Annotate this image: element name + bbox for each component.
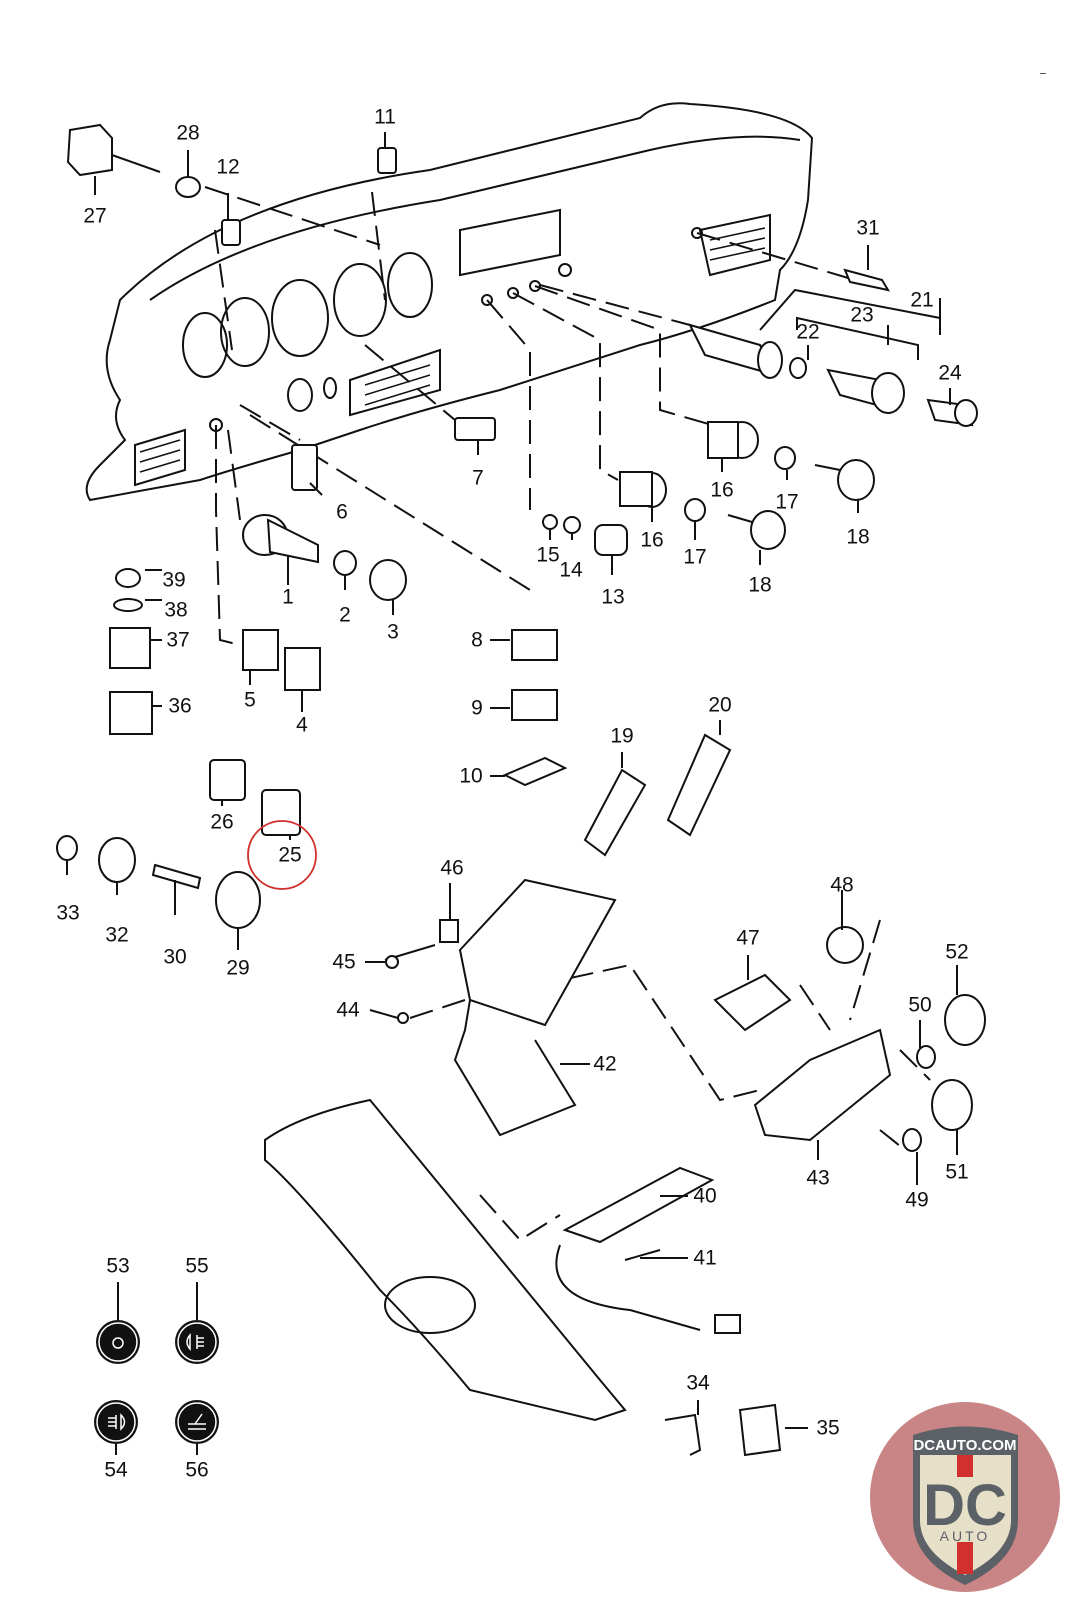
logo-stripe-top (957, 1455, 973, 1477)
callout-32[interactable]: 32 (105, 923, 129, 947)
callout-18-upper[interactable]: 18 (846, 525, 870, 549)
callout-23[interactable]: 23 (850, 303, 874, 327)
callout-15[interactable]: 15 (536, 543, 560, 567)
callout-33[interactable]: 33 (56, 901, 80, 925)
callout-12[interactable]: 12 (216, 155, 240, 179)
callout-54[interactable]: 54 (104, 1458, 128, 1482)
assembly-lines (204, 186, 931, 1242)
callout-26[interactable]: 26 (210, 810, 234, 834)
callout-31[interactable]: 31 (856, 216, 880, 240)
callout-53[interactable]: 53 (106, 1254, 130, 1278)
callout-36[interactable]: 36 (168, 694, 192, 718)
callout-40[interactable]: 40 (693, 1184, 717, 1208)
callout-46[interactable]: 46 (440, 856, 464, 880)
callout-11[interactable]: 11 (374, 105, 396, 129)
symbol-disk-53 (96, 1320, 140, 1364)
callout-44[interactable]: 44 (336, 998, 360, 1022)
callout-20[interactable]: 20 (708, 693, 732, 717)
callout-17-upper[interactable]: 17 (775, 490, 799, 514)
logo-top-text: DCAUTO.COM (913, 1437, 1016, 1454)
logo-shield-inner (920, 1455, 1011, 1575)
callout-4[interactable]: 4 (296, 713, 308, 737)
callout-43[interactable]: 43 (806, 1166, 830, 1190)
logo-main-text: DC (923, 1473, 1007, 1538)
callout-42[interactable]: 42 (593, 1052, 617, 1076)
callout-51[interactable]: 51 (945, 1160, 969, 1184)
callout-34[interactable]: 34 (686, 1371, 710, 1395)
edge-mark (1040, 73, 1046, 74)
parts (56, 123, 986, 1457)
symbol-disk-54 (94, 1400, 138, 1444)
symbol-disk-56 (175, 1400, 219, 1444)
callout-55[interactable]: 55 (185, 1254, 209, 1278)
logo-sub-text: AUTO (940, 1528, 991, 1544)
callout-38[interactable]: 38 (164, 598, 188, 622)
callout-14[interactable]: 14 (559, 558, 583, 582)
callout-2[interactable]: 2 (339, 603, 351, 627)
symbol-disk-55 (175, 1320, 219, 1364)
callout-17-lower[interactable]: 17 (683, 545, 707, 569)
bracket-21 (759, 288, 941, 335)
callout-48[interactable]: 48 (830, 873, 854, 897)
callout-9[interactable]: 9 (471, 696, 483, 720)
callout-50[interactable]: 50 (908, 993, 932, 1017)
callout-10[interactable]: 10 (459, 764, 483, 788)
callout-24[interactable]: 24 (938, 361, 962, 385)
callout-52[interactable]: 52 (945, 940, 969, 964)
callout-6[interactable]: 6 (336, 500, 348, 524)
callout-27[interactable]: 27 (83, 204, 107, 228)
callout-8[interactable]: 8 (471, 628, 483, 652)
callout-41[interactable]: 41 (693, 1246, 717, 1270)
callout-18-lower[interactable]: 18 (748, 573, 772, 597)
callout-1[interactable]: 1 (282, 585, 294, 609)
highlight-circle (247, 820, 317, 890)
callout-leaders (66, 132, 958, 1455)
callout-28[interactable]: 28 (176, 121, 200, 145)
callout-30[interactable]: 30 (163, 945, 187, 969)
dashboard-panel (85, 102, 814, 502)
callout-22[interactable]: 22 (796, 320, 820, 344)
bracket-23 (796, 316, 919, 360)
callout-5[interactable]: 5 (244, 688, 256, 712)
callout-16-lower[interactable]: 16 (640, 528, 664, 552)
callout-25[interactable]: 25 (278, 843, 302, 867)
callout-7[interactable]: 7 (472, 466, 484, 490)
dcauto-logo[interactable]: DCAUTO.COM DC AUTO (868, 1400, 1063, 1595)
callout-16-upper[interactable]: 16 (710, 478, 734, 502)
callout-47[interactable]: 47 (736, 926, 760, 950)
callout-37[interactable]: 37 (166, 628, 190, 652)
callout-19[interactable]: 19 (610, 724, 634, 748)
callout-39[interactable]: 39 (162, 568, 186, 592)
callout-45[interactable]: 45 (332, 950, 356, 974)
callout-56[interactable]: 56 (185, 1458, 209, 1482)
callout-21[interactable]: 21 (910, 288, 934, 312)
callout-35[interactable]: 35 (816, 1416, 840, 1440)
callout-29[interactable]: 29 (226, 956, 250, 980)
callout-49[interactable]: 49 (905, 1188, 929, 1212)
callout-3[interactable]: 3 (387, 620, 399, 644)
logo-stripe-bottom (957, 1542, 973, 1574)
callout-13[interactable]: 13 (601, 585, 625, 609)
